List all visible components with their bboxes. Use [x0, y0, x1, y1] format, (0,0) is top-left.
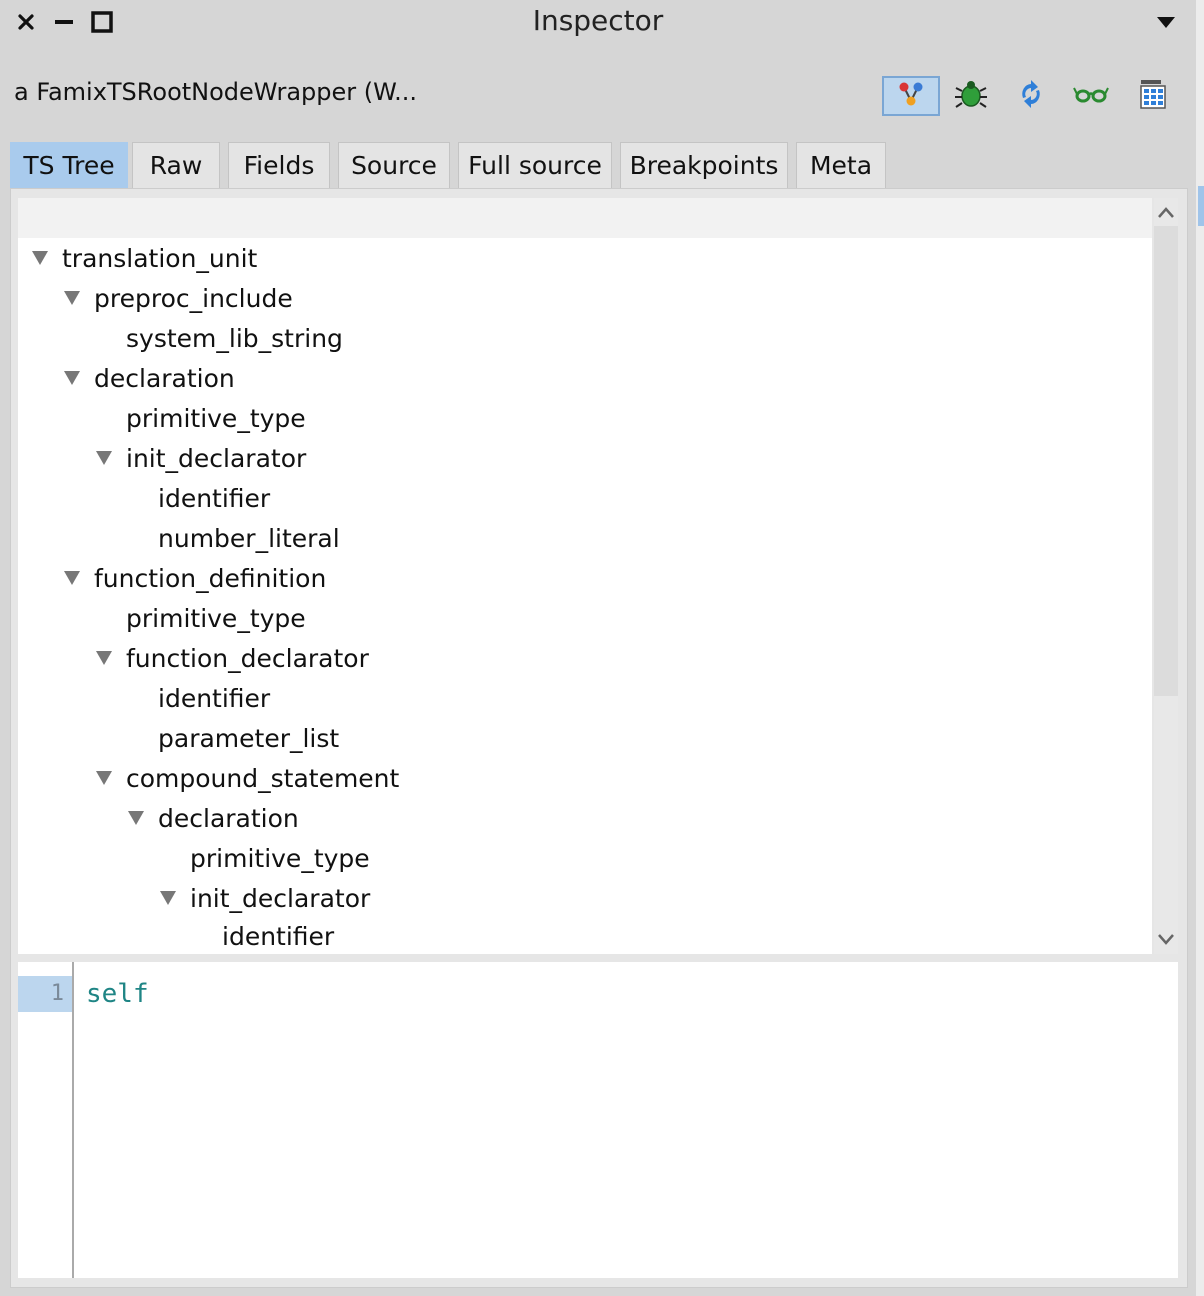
tree-nodes-button[interactable]: [882, 76, 940, 116]
tree-node[interactable]: init_declarator: [96, 438, 306, 478]
tree-node-label: init_declarator: [126, 443, 307, 473]
tab-source[interactable]: Source: [338, 142, 450, 188]
tree-node-label: system_lib_string: [126, 323, 343, 353]
ts-tree-view[interactable]: translation_unit preproc_include system_li…: [18, 198, 1152, 954]
tree-scrollbar-thumb[interactable]: [1154, 226, 1178, 696]
line-number: 1: [50, 981, 64, 1006]
tab-meta[interactable]: Meta: [796, 142, 886, 188]
close-icon[interactable]: [14, 10, 38, 34]
tree-nodes-icon: [896, 79, 926, 113]
tree-node[interactable]: primitive_type: [190, 838, 370, 878]
tree-node[interactable]: compound_statement: [96, 758, 399, 798]
tree-node[interactable]: system_lib_string: [126, 318, 343, 358]
window-title: Inspector: [532, 4, 664, 37]
tree-node[interactable]: identifier: [158, 678, 270, 718]
expand-triangle-icon[interactable]: [64, 571, 80, 585]
tab-full-source[interactable]: Full source: [458, 142, 612, 188]
table-view-button[interactable]: [1124, 76, 1182, 116]
tree-node-label: primitive_type: [126, 403, 306, 433]
expand-triangle-icon[interactable]: [64, 291, 80, 305]
tree-header: [18, 198, 1152, 238]
minimize-icon[interactable]: [52, 10, 76, 34]
tree-node-label: function_declarator: [126, 643, 369, 673]
chevron-down-icon[interactable]: [1154, 12, 1178, 32]
tree-node[interactable]: primitive_type: [126, 398, 306, 438]
code-evaluator-pane[interactable]: 1 self: [18, 962, 1178, 1278]
gutter-separator: [72, 962, 74, 1278]
expand-triangle-icon[interactable]: [96, 451, 112, 465]
tree-node-label: declaration: [94, 363, 235, 393]
inspect-button[interactable]: [1062, 76, 1120, 116]
expand-triangle-icon[interactable]: [32, 251, 48, 265]
maximize-icon[interactable]: [90, 10, 114, 34]
tree-node-label: primitive_type: [190, 843, 370, 873]
bug-icon: [954, 79, 988, 113]
grid-table-icon: [1137, 78, 1169, 114]
scroll-down-icon[interactable]: [1156, 930, 1176, 948]
tree-node-label: translation_unit: [62, 243, 258, 273]
tree-node-label: identifier: [158, 683, 271, 713]
expand-triangle-icon[interactable]: [128, 811, 144, 825]
expand-triangle-icon[interactable]: [160, 891, 176, 905]
tree-node-label: primitive_type: [126, 603, 306, 633]
tree-node[interactable]: function_definition: [64, 558, 326, 598]
tab-raw[interactable]: Raw: [132, 142, 220, 188]
refresh-button[interactable]: [1002, 76, 1060, 116]
tree-node-label: function_definition: [94, 563, 327, 593]
tab-breakpoints[interactable]: Breakpoints: [620, 142, 788, 188]
scroll-up-icon[interactable]: [1156, 204, 1176, 222]
tree-node-label: declaration: [158, 803, 299, 833]
tree-node-label: identifier: [222, 921, 335, 951]
tree-node[interactable]: translation_unit: [32, 238, 257, 278]
tree-node[interactable]: preproc_include: [64, 278, 293, 318]
tree-node-label: preproc_include: [94, 283, 293, 313]
tree-node[interactable]: parameter_list: [158, 718, 339, 758]
tree-node[interactable]: function_declarator: [96, 638, 369, 678]
window-titlebar: Inspector: [0, 0, 1196, 48]
tree-node[interactable]: identifier: [158, 478, 270, 518]
current-line-highlight: [18, 976, 72, 1012]
tree-node[interactable]: number_literal: [158, 518, 340, 558]
tree-node-label: number_literal: [158, 523, 340, 553]
tree-node-label: init_declarator: [190, 883, 371, 913]
right-edge-highlight: [1198, 186, 1204, 226]
tab-ts-tree[interactable]: TS Tree: [10, 142, 128, 188]
tree-node[interactable]: declaration: [64, 358, 235, 398]
tree-node[interactable]: identifier: [222, 916, 334, 954]
tree-node-label: identifier: [158, 483, 271, 513]
tree-node-label: compound_statement: [126, 763, 400, 793]
tree-node[interactable]: primitive_type: [126, 598, 306, 638]
window-right-edge: [1196, 0, 1204, 1296]
expand-triangle-icon[interactable]: [64, 371, 80, 385]
tree-node[interactable]: declaration: [128, 798, 299, 838]
inspected-object-title: a FamixTSRootNodeWrapper (W...: [14, 78, 417, 106]
tree-node-label: parameter_list: [158, 723, 340, 753]
tree-node[interactable]: init_declarator: [160, 878, 370, 918]
code-line[interactable]: self: [86, 979, 149, 1009]
refresh-icon: [1015, 78, 1047, 114]
tab-fields[interactable]: Fields: [228, 142, 330, 188]
expand-triangle-icon[interactable]: [96, 771, 112, 785]
debug-button[interactable]: [942, 76, 1000, 116]
expand-triangle-icon[interactable]: [96, 651, 112, 665]
glasses-icon: [1073, 82, 1109, 110]
